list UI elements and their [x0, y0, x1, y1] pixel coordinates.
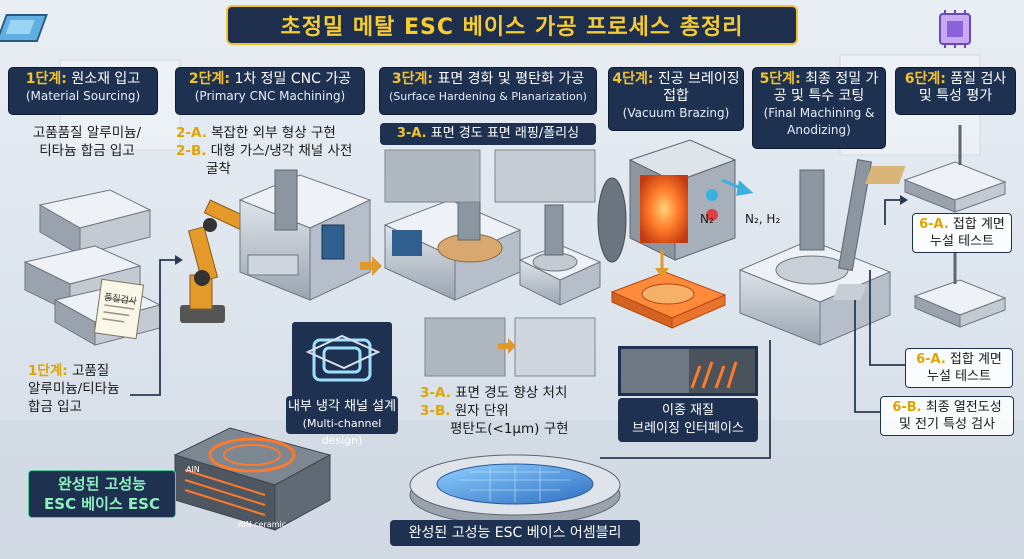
stage1-lower-line2: 알루미늄/티타늄	[28, 381, 120, 397]
stage-en: (Surface Hardening & Planarization)	[389, 90, 587, 103]
stage3-sub-text: 표면 경도 표면 래핑/폴리싱	[430, 126, 580, 141]
stage6-tag-b: 6-B.	[892, 400, 922, 415]
stage-name: 1차 정밀 CNC 가공	[234, 71, 352, 87]
stage3-tag-b: 3-B.	[420, 403, 451, 419]
stage6-callout-b: 6-B. 최종 열전도성 및 전기 특성 검사	[880, 396, 1014, 436]
stage3-tag-a: 3-A.	[420, 385, 451, 401]
stage3-text-b: 원자 단위	[454, 403, 509, 419]
stage2-tag-a: 2-A.	[176, 125, 207, 141]
stage6-callout-a2: 6-A. 접합 계면 누설 테스트	[905, 348, 1013, 388]
stage-num: 5단계:	[759, 71, 801, 87]
stage6-text-a2-line1: 접합 계면	[949, 352, 1002, 367]
stage3-text-a: 표면 경도 향상 처치	[455, 385, 568, 401]
stage-name: 최종 정밀 가공 및 특수 코팅	[773, 71, 879, 104]
stage1-lower-note: 1단계: 고품질 알루미늄/티타늄 합금 입고	[28, 362, 138, 416]
connector-arrows	[175, 195, 908, 265]
model-label-aln: AlN	[186, 465, 200, 474]
vacuum-furnace	[597, 139, 737, 263]
cnc-machine	[238, 169, 372, 301]
arrow-right-icon	[360, 256, 516, 354]
stage2-text-a: 복잡한 외부 형상 구현	[211, 125, 336, 141]
stage6-text-b-line2: 및 전기 특성 검사	[898, 417, 996, 432]
stage-name: 품질 검사 및 특성 평가	[918, 71, 1007, 104]
stage3-sub-header: 3-A. 표면 경도 표면 래핑/폴리싱	[380, 123, 596, 145]
chip-icon-right	[939, 10, 971, 48]
stage3-text-b2: 평탄도(<1μm) 구현	[450, 421, 569, 437]
esc-layer-model	[173, 427, 332, 531]
interface-line2: 브레이징 인터페이스	[632, 421, 744, 436]
stage-num: 6단계:	[904, 71, 946, 87]
model-label-aln-ceramic: AlN ceramic	[238, 520, 287, 529]
stage-header-6: 6단계: 품질 검사 및 특성 평가	[895, 67, 1016, 115]
interface-line1: 이종 재질	[662, 403, 714, 418]
channel-design-caption: 내부 냉각 채널 설계 (Multi-channel design)	[286, 396, 398, 447]
stage-header-1: 1단계: 원소재 입고 (Material Sourcing)	[8, 67, 158, 115]
stage6-callout-a1: 6-A. 접합 계면 누설 테스트	[912, 213, 1012, 253]
stage2-text-b2: 굴착	[206, 161, 231, 177]
stage6-tag-a1: 6-A.	[919, 217, 949, 232]
stage-header-4: 4단계: 진공 브레이징 접합 (Vacuum Brazing)	[608, 67, 744, 131]
lapping-machine	[383, 194, 522, 301]
stage-num: 4단계:	[612, 71, 654, 87]
esc-assembly-disc	[409, 454, 621, 526]
final-machining-station	[738, 159, 892, 346]
channel-en: (Multi-channel design)	[302, 417, 382, 447]
assembly-label: 완성된 고성능 ESC 베이스 어셈블리	[390, 520, 640, 546]
interface-closeup	[618, 346, 758, 396]
stage-num: 1단계:	[25, 71, 67, 87]
stage3-notes: 3-A. 표면 경도 향상 처치 3-B. 원자 단위 평탄도(<1μm) 구현	[420, 384, 610, 438]
stage1-lower-num: 1단계:	[28, 363, 68, 379]
stage-en: (Vacuum Brazing)	[622, 106, 730, 120]
stage-header-5: 5단계: 최종 정밀 가공 및 특수 코팅 (Final Machining &…	[752, 67, 886, 149]
stage6-tag-a2: 6-A.	[916, 352, 946, 367]
page-title: 초정밀 메탈 ESC 베이스 가공 프로세스 총정리	[226, 5, 798, 45]
stage1-lower-line3: 합금 입고	[28, 399, 82, 415]
stage6-text-a1-line1: 접합 계면	[952, 217, 1005, 232]
interface-caption: 이종 재질 브레이징 인터페이스	[618, 398, 758, 442]
stage3-sub-tag: 3-A.	[396, 126, 427, 141]
stage-num: 3단계:	[391, 71, 434, 87]
ingot-stack	[23, 189, 162, 346]
connector-lines	[130, 199, 905, 459]
stage6-text-a2-line2: 누설 테스트	[927, 369, 991, 384]
stage-name: 진공 브레이징 접합	[657, 71, 740, 104]
chip-icon-left	[0, 14, 48, 42]
polishing-machine	[518, 204, 602, 306]
gas-label-1: N₂	[700, 212, 714, 226]
inspection-station-bottom	[832, 250, 1007, 328]
gas-arrow-icon	[721, 178, 754, 196]
surface-texture-panels	[384, 149, 596, 377]
stage-en: (Primary CNC Machining)	[194, 89, 346, 103]
certificate-icon	[93, 278, 145, 340]
stage6-text-b-line1: 최종 열전도성	[925, 400, 1002, 415]
brazed-stack	[610, 250, 727, 329]
stage1-desc-line1: 고품품질 알루미늄/	[32, 125, 142, 141]
stage-en: (Final Machining & Anodizing)	[763, 106, 875, 137]
stage-header-2: 2단계: 1차 정밀 CNC 가공 (Primary CNC Machining…	[175, 67, 365, 115]
stage-header-3: 3단계: 표면 경화 및 평탄화 가공 (Surface Hardening &…	[379, 67, 597, 115]
esc-result-badge: 완성된 고성능 ESC 베이스 ESC	[28, 470, 176, 518]
stage-name: 원소재 입고	[71, 71, 141, 87]
stage1-desc-line2: 티타늄 합금 입고	[39, 143, 135, 159]
stage-name: 표면 경화 및 평탄화 가공	[437, 71, 585, 87]
stage2-notes: 2-A. 복잡한 외부 형상 구현 2-B. 대형 가스/냉각 채널 사전 굴착	[176, 124, 376, 178]
stage6-text-a1-line2: 누설 테스트	[930, 234, 994, 249]
esc-line2: ESC 베이스 ESC	[44, 495, 160, 513]
stage2-tag-b: 2-B.	[176, 143, 207, 159]
esc-line1: 완성된 고성능	[57, 475, 147, 493]
channel-label: 내부 냉각 채널 설계	[287, 399, 397, 414]
stage-en: (Material Sourcing)	[25, 89, 141, 103]
stage2-text-b: 대형 가스/냉각 채널 사전	[210, 143, 353, 159]
stage-num: 2단계:	[188, 71, 230, 87]
gas-label-2: N₂, H₂	[745, 212, 781, 226]
stage1-description: 고품품질 알루미늄/ 티타늄 합금 입고	[12, 124, 162, 160]
inspection-station-top	[865, 125, 1007, 213]
stage1-lower-line1: 고품질	[71, 363, 110, 379]
